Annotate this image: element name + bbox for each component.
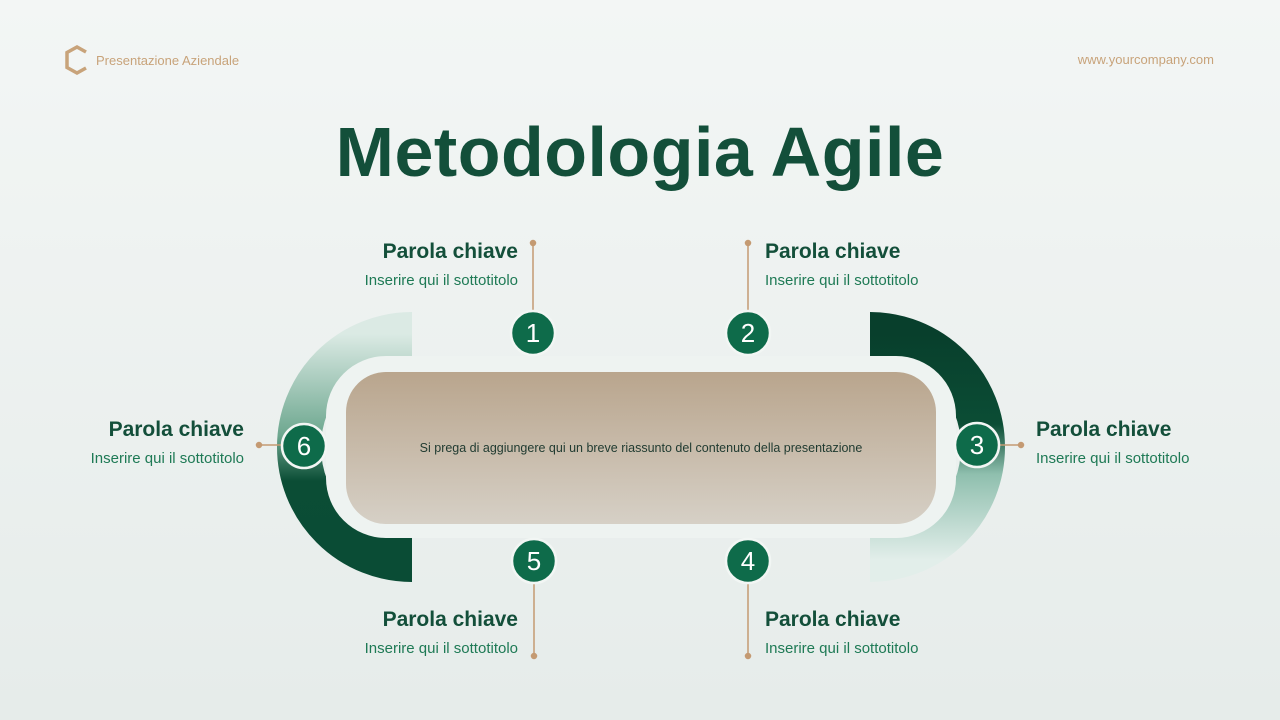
- hexagon-c-logo-icon: [65, 45, 87, 75]
- step-subtitle: Inserire qui il sottotitolo: [364, 272, 518, 289]
- step-keyword: Parola chiave: [1036, 418, 1172, 441]
- page-title: Metodologia Agile: [335, 113, 945, 191]
- step-keyword: Parola chiave: [108, 418, 244, 441]
- step-keyword: Parola chiave: [765, 240, 901, 263]
- brand-name: Presentazione Aziendale: [96, 52, 240, 68]
- summary-panel: [346, 372, 936, 524]
- step-marker-6: [280, 422, 328, 470]
- step-subtitle: Inserire qui il sottotitolo: [90, 450, 244, 467]
- step-marker-5: [510, 537, 558, 585]
- step-label-1: Parola chiave Inserire qui il sottotitol…: [258, 238, 518, 292]
- step-number-3: 3: [969, 429, 985, 460]
- step-subtitle: Inserire qui il sottotitolo: [765, 272, 919, 289]
- step-number-5: 5: [526, 545, 542, 576]
- step-label-5: Parola chiave Inserire qui il sottotitol…: [258, 606, 518, 660]
- step-subtitle: Inserire qui il sottotitolo: [364, 640, 518, 657]
- step-label-3: Parola chiave Inserire qui il sottotitol…: [1036, 416, 1280, 470]
- step-keyword: Parola chiave: [382, 240, 518, 263]
- step-number-6: 6: [296, 430, 312, 461]
- step-number-1: 1: [525, 317, 541, 348]
- step-markers: [280, 309, 1001, 585]
- summary-text: Si prega di aggiungere qui un breve rias…: [419, 441, 863, 455]
- connectors: [255, 239, 1025, 660]
- step-marker-3: [953, 421, 1001, 469]
- brand: Presentazione Aziendale: [64, 45, 239, 75]
- step-marker-1: [509, 309, 557, 357]
- step-label-4: Parola chiave Inserire qui il sottotitol…: [765, 606, 1025, 660]
- website-link[interactable]: www.yourcompany.com: [1077, 52, 1214, 67]
- step-keyword: Parola chiave: [765, 608, 901, 631]
- step-keyword: Parola chiave: [382, 608, 518, 631]
- step-label-2: Parola chiave Inserire qui il sottotitol…: [765, 238, 1025, 292]
- step-marker-4: [724, 537, 772, 585]
- step-subtitle: Inserire qui il sottotitolo: [765, 640, 919, 657]
- step-label-6: Parola chiave Inserire qui il sottotitol…: [0, 416, 244, 470]
- step-number-2: 2: [740, 317, 756, 348]
- step-subtitle: Inserire qui il sottotitolo: [1036, 450, 1190, 467]
- step-marker-2: [724, 309, 772, 357]
- step-number-4: 4: [740, 545, 756, 576]
